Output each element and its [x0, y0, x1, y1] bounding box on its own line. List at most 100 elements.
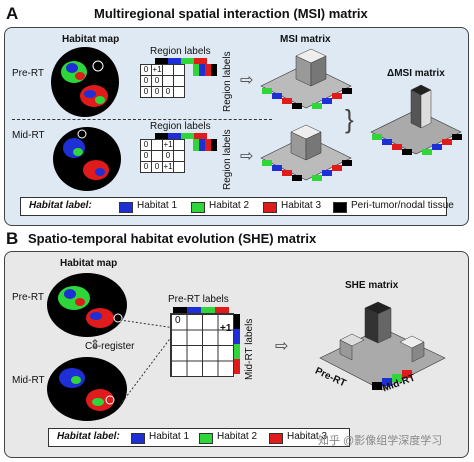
cell: +1	[162, 139, 174, 151]
habitat-1-swatch	[119, 202, 133, 213]
cell	[173, 64, 185, 76]
she-side-red	[234, 359, 240, 374]
cell	[173, 139, 185, 151]
legend-item: Habitat 1	[137, 200, 178, 211]
watermark: 知乎 @影像组学深度学习	[318, 435, 443, 447]
swatch-side-black-mid	[211, 139, 217, 151]
panel-b-letter: B	[6, 229, 19, 248]
swatch-top-blue	[168, 58, 181, 64]
mid-rt-label-b: Mid-RT	[12, 375, 45, 386]
she-cell-zero: 0	[175, 315, 181, 326]
she-grid	[170, 313, 234, 377]
swatch-side-blue	[199, 64, 205, 76]
swatch-top-green-mid	[181, 133, 194, 139]
swatch-side-black	[211, 64, 217, 76]
region-labels-top-pre: Region labels	[150, 46, 211, 57]
delta-msi-3d-bar	[370, 84, 462, 155]
swatch-side-red	[205, 64, 211, 76]
she-top-green	[201, 307, 215, 313]
swatch-top-blue-mid	[168, 133, 181, 139]
cell	[151, 150, 163, 162]
legend-item: Habitat 1	[149, 431, 190, 442]
swatch-side-green	[193, 64, 199, 76]
cell	[173, 150, 185, 162]
delta-msi-label: ΔMSI matrix	[387, 68, 445, 79]
cell: 0	[140, 64, 152, 76]
mid-rt-labels: Mid-RT labels	[244, 318, 255, 380]
region-labels-side-pre: Region labels	[222, 51, 233, 112]
habitat-map-mid-b	[47, 357, 127, 421]
cell: +1	[162, 161, 174, 173]
panel-b-title: Spatio-temporal habitat evolution (SHE) …	[28, 231, 317, 246]
she-side-blue	[234, 329, 240, 344]
cell: 0	[140, 139, 152, 151]
she-top-black	[173, 307, 187, 313]
cell	[173, 75, 185, 87]
separator-dashed	[12, 119, 272, 120]
msi-matrix-label: MSI matrix	[280, 34, 331, 45]
swatch-top-green	[181, 58, 194, 64]
legend-item: Habitat 3	[281, 200, 322, 211]
swatch-side-green-mid	[193, 139, 199, 151]
habitat-map-label-b: Habitat map	[60, 258, 118, 269]
swatch-top-red-mid	[194, 133, 207, 139]
pre-rt-label-a: Pre-RT	[12, 68, 45, 79]
habitat-3-swatch	[263, 202, 277, 213]
cell: 0	[140, 161, 152, 173]
cell: 0	[140, 75, 152, 87]
habitat-3-swatch	[269, 433, 283, 444]
cell	[162, 75, 174, 87]
she-side-black	[234, 314, 240, 329]
legend-item: Peri-tumor/nodal tissue	[351, 200, 454, 211]
mid-rt-label-a: Mid-RT	[12, 130, 45, 141]
legend-b: Habitat label: Habitat 1 Habitat 2 Habit…	[48, 428, 350, 447]
co-register-label: Co-register	[85, 341, 135, 352]
habitat-map-pre-b	[47, 273, 127, 337]
habitat-map-pre-a	[51, 47, 119, 117]
msi-3d-bar-mid	[260, 124, 352, 181]
habitat-map-mid-a	[53, 127, 121, 191]
she-side-green	[234, 344, 240, 359]
she-top-blue	[187, 307, 201, 313]
swatch-top-black	[155, 58, 168, 64]
she-cell-plus: +1	[220, 323, 232, 334]
region-labels-side-mid: Region labels	[222, 129, 233, 190]
cell: 0	[162, 150, 174, 162]
legend-item: Habitat 2	[209, 200, 250, 211]
habitat-1-swatch	[131, 433, 145, 444]
swatch-top-red	[194, 58, 207, 64]
arrow-right-icon: ⇨	[275, 338, 289, 355]
habitat-2-swatch	[199, 433, 213, 444]
she-matrix-label: SHE matrix	[345, 280, 399, 291]
msi-3d-bar-pre	[260, 48, 352, 109]
panel-a-title: Multiregional spatial interaction (MSI) …	[94, 6, 368, 21]
peri-tumor-swatch	[333, 202, 347, 213]
cell: 0	[151, 86, 163, 98]
swatch-side-blue-mid	[199, 139, 205, 151]
she-3d-bar	[319, 301, 446, 391]
legend-item: Habitat 3	[287, 431, 328, 442]
arrow-right-icon: ⇨	[240, 148, 254, 165]
swatch-side-red-mid	[205, 139, 211, 151]
cell	[162, 64, 174, 76]
co-register-arrow-icon: ⇕	[90, 337, 101, 351]
cell	[173, 161, 185, 173]
arrow-right-icon: ⇨	[240, 72, 254, 89]
cell: 0	[151, 161, 163, 173]
leader-lines	[120, 319, 176, 406]
legend-item: Habitat 2	[217, 431, 258, 442]
pre-rt-labels: Pre-RT labels	[168, 294, 229, 305]
cell: 0	[151, 75, 163, 87]
cell: 0	[140, 150, 152, 162]
habitat-2-swatch	[191, 202, 205, 213]
legend-a: Habitat label: Habitat 1 Habitat 2 Habit…	[20, 197, 454, 216]
swatch-top-black-mid	[155, 133, 168, 139]
legend-title: Habitat label:	[57, 431, 120, 442]
cell	[151, 139, 163, 151]
region-labels-top-mid: Region labels	[150, 121, 211, 132]
brace-icon: }	[345, 104, 354, 134]
cell: +1	[151, 64, 163, 76]
legend-title: Habitat label:	[29, 200, 92, 211]
